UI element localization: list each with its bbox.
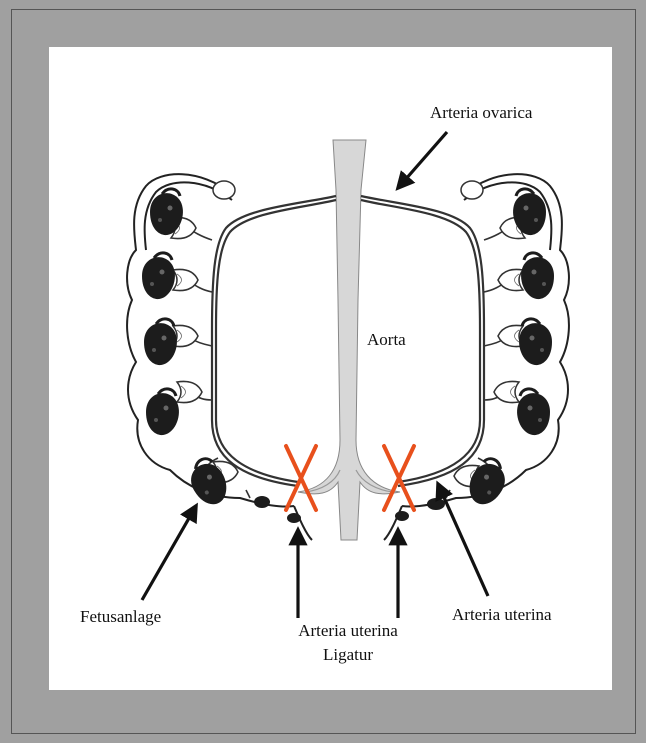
label-arteria-ovarica: Arteria ovarica: [430, 103, 533, 122]
arrow-fetusanlage: [142, 506, 196, 600]
label-arteria-uterina-ligatur-line2: Ligatur: [323, 645, 373, 664]
label-aorta: Aorta: [367, 330, 406, 349]
arrow-arteria-ovarica: [398, 132, 447, 188]
label-arteria-uterina: Arteria uterina: [452, 605, 552, 624]
label-arteria-uterina-ligatur-line1: Arteria uterina: [298, 621, 398, 640]
label-fetusanlage: Fetusanlage: [80, 607, 161, 626]
